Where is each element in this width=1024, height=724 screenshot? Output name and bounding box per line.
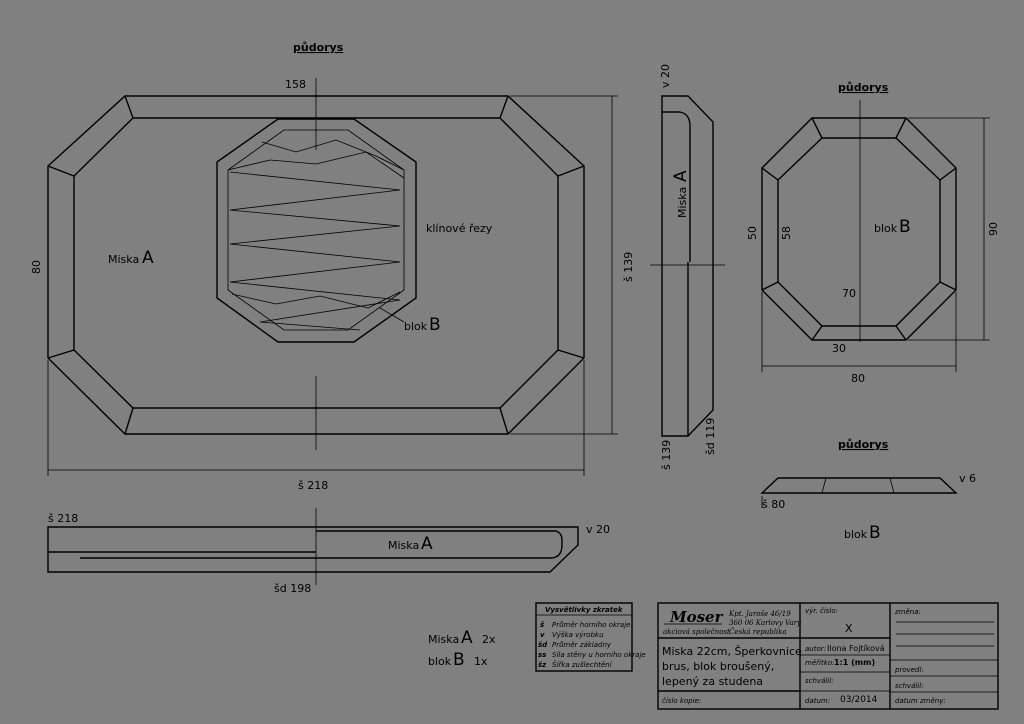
address-line-1: Kpt. Jaroše 46/19 bbox=[728, 610, 791, 618]
plan-view-miska-a: půdorys 158 Miska A bbox=[30, 41, 635, 492]
zmena-label: změna: bbox=[894, 608, 921, 616]
title-block: Moser akciová společnost Kpt. Jaroše 46/… bbox=[657, 602, 999, 710]
legend-text: Síla stěny u horního okraje bbox=[552, 651, 646, 659]
autor-label: autor: bbox=[805, 645, 826, 653]
qty-blok-letter: B bbox=[453, 650, 465, 670]
schvalil2-label: schválil: bbox=[895, 682, 924, 690]
product-line-2: brus, blok broušený, bbox=[662, 660, 774, 673]
dim-s139: š 139 bbox=[622, 252, 635, 282]
schvalil-label: schválil: bbox=[805, 677, 834, 685]
meritko-label: měřítko: bbox=[805, 659, 834, 667]
legend-key: š bbox=[540, 621, 545, 629]
abbreviation-legend: Vysvětlivky zkratek š Průměr horního okr… bbox=[535, 602, 646, 672]
provedl-label: provedl: bbox=[894, 666, 924, 674]
dim-v20-side: v 20 bbox=[659, 64, 672, 88]
dim-80-left: 80 bbox=[30, 260, 43, 274]
block-b-inner-outline-plan bbox=[777, 137, 941, 327]
qty-miska-letter: A bbox=[461, 628, 473, 648]
address-line-3: Česká republika bbox=[729, 627, 787, 636]
meritko-value: 1:1 (mm) bbox=[834, 658, 875, 667]
legend-text: Výška výrobku bbox=[552, 631, 604, 639]
side-section-outline bbox=[661, 95, 714, 437]
quantities: Miska A 2x blok B 1x bbox=[428, 628, 496, 670]
plan-b-title: půdorys bbox=[838, 81, 889, 94]
dim-80: 80 bbox=[851, 372, 865, 385]
block-b-in-bowl bbox=[216, 118, 417, 343]
datum-label: datum: bbox=[805, 697, 830, 705]
side-section-inner bbox=[662, 111, 691, 262]
dim-sd198-section: šd 198 bbox=[274, 582, 311, 595]
side-label-miska: Miska bbox=[676, 187, 689, 218]
qty-miska-count: 2x bbox=[482, 633, 496, 646]
dim-30: 30 bbox=[832, 342, 846, 355]
qty-blok-count: 1x bbox=[474, 655, 488, 668]
vyr-cislo-label: výr. číslo: bbox=[805, 607, 838, 615]
block-b-side-label: blok bbox=[844, 528, 868, 541]
block-b-side-letter: B bbox=[869, 523, 881, 543]
legend-key: šd bbox=[538, 641, 548, 649]
dim-s80: š 80 bbox=[762, 498, 785, 511]
label-miska: Miska bbox=[108, 253, 139, 266]
plan-view-block-b: půdorys blok B 50 58 90 70 30 80 bbox=[746, 81, 1000, 385]
legend-text: Šířka zušlechtění bbox=[552, 660, 613, 669]
product-line-3: lepený za studena bbox=[662, 675, 763, 688]
bowl-facet-lines bbox=[47, 95, 585, 435]
vyr-cislo-value: X bbox=[845, 622, 853, 635]
cislo-kopie-label: číslo kopie: bbox=[662, 697, 701, 705]
dim-v20-section: v 20 bbox=[586, 523, 610, 536]
block-b-letter: B bbox=[899, 217, 911, 237]
side-view-block-b: půdorys v 6 š 80 blok B bbox=[760, 438, 976, 543]
dim-50: 50 bbox=[746, 226, 759, 240]
section-view-miska-a: š 218 v 20 šd 198 Miska A bbox=[47, 508, 610, 595]
datum-zmeny-label: datum změny: bbox=[895, 697, 946, 705]
autor-value: Ilona Fojtíková bbox=[827, 644, 885, 653]
legend-key: v bbox=[540, 631, 545, 639]
plan-b-side-title: půdorys bbox=[838, 438, 889, 451]
legend-key: šz bbox=[538, 661, 547, 669]
address-line-2: 360 06 Karlovy Vary bbox=[729, 619, 802, 627]
product-line-1: Miska 22cm, Šperkovnice bbox=[662, 645, 802, 658]
section-inner bbox=[80, 530, 563, 559]
qty-blok-label: blok bbox=[428, 655, 452, 668]
side-label-letter-a: A bbox=[671, 170, 691, 182]
section-label-miska: Miska bbox=[388, 539, 419, 552]
block-b-inner-outline bbox=[227, 129, 405, 331]
dim-70: 70 bbox=[842, 287, 856, 300]
label-letter-b: B bbox=[429, 315, 441, 335]
legend-text: Průměr základny bbox=[552, 641, 612, 649]
company-form: akciová společnost bbox=[663, 628, 730, 636]
plan-title: půdorys bbox=[293, 41, 344, 54]
block-b-label: blok bbox=[874, 222, 898, 235]
label-letter-a: A bbox=[142, 248, 154, 268]
section-outline bbox=[47, 526, 579, 573]
legend-title: Vysvětlivky zkratek bbox=[545, 606, 624, 614]
dim-s218-section: š 218 bbox=[48, 512, 78, 525]
dim-s218: š 218 bbox=[298, 479, 328, 492]
moser-logo: Moser bbox=[669, 608, 724, 626]
block-b-outline bbox=[216, 118, 417, 343]
dim-s139-side: š 139 bbox=[660, 440, 673, 470]
qty-miska-label: Miska bbox=[428, 633, 459, 646]
wedge-cuts-zigzag bbox=[229, 171, 401, 331]
legend-text: Průměr horního okraje bbox=[552, 621, 630, 629]
label-blok: blok bbox=[404, 320, 428, 333]
dim-v6: v 6 bbox=[959, 472, 976, 485]
label-klinove-rezy: klínové řezy bbox=[426, 222, 493, 235]
dim-sd119-side: šd 119 bbox=[704, 418, 717, 455]
dim-90: 90 bbox=[987, 222, 1000, 236]
datum-value: 03/2014 bbox=[840, 695, 878, 705]
block-b-side-outline bbox=[760, 477, 958, 494]
dim-58: 58 bbox=[780, 226, 793, 240]
side-section-miska-a: v 20 Miska A š 139 šd 119 bbox=[650, 64, 725, 470]
dim-158: 158 bbox=[285, 78, 306, 91]
legend-key: ss bbox=[538, 651, 546, 659]
section-label-letter-a: A bbox=[421, 534, 433, 554]
